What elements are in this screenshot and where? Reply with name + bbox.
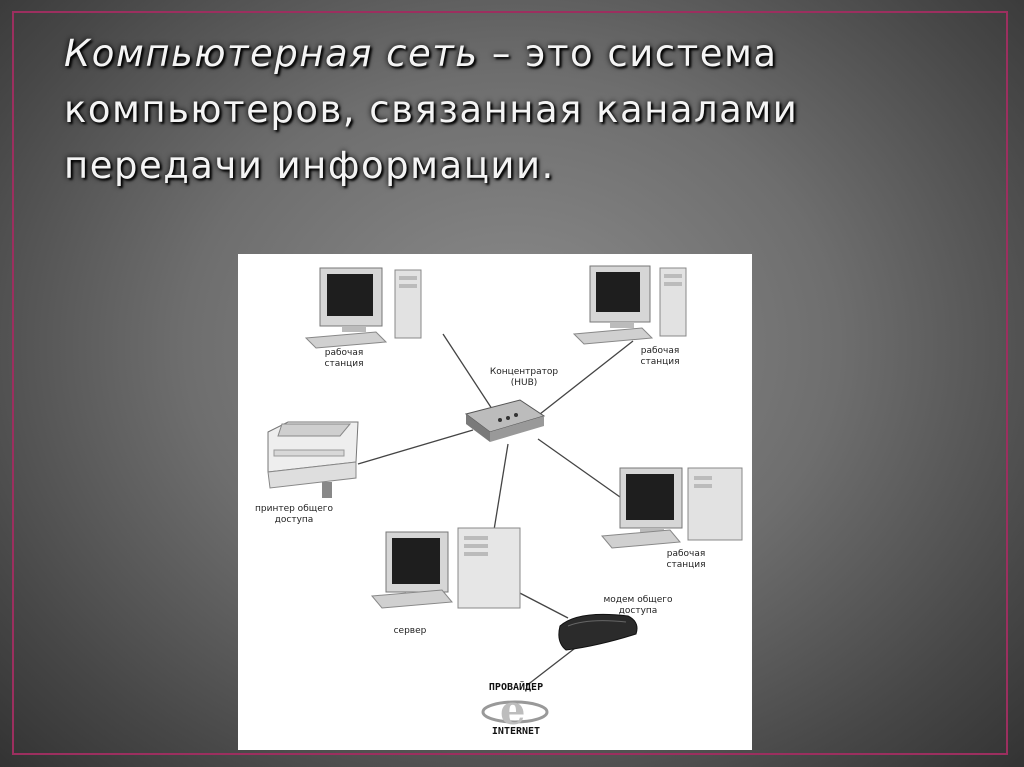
- label-ws-right: рабочая станция: [666, 549, 706, 570]
- title-term: Компьютерная сеть: [64, 32, 479, 75]
- link-hub-ws-top-left: [442, 333, 495, 413]
- link-hub-printer: [357, 429, 474, 465]
- workstation-top-right: [572, 265, 687, 345]
- label-ws-top-left: рабочая станция: [324, 348, 364, 369]
- title-definition: – это система компьютеров, связанная кан…: [64, 32, 799, 187]
- network-diagram: e рабочая станция рабочая станция Концен…: [238, 254, 752, 750]
- slide-title: Компьютерная сеть – это система компьюте…: [64, 26, 944, 194]
- svg-text:e: e: [500, 687, 525, 734]
- link-hub-server: [493, 443, 509, 531]
- link-hub-ws-top-right: [539, 340, 634, 415]
- label-server: сервер: [393, 626, 427, 636]
- label-ws-top-right: рабочая станция: [640, 346, 680, 367]
- workstation-top-left: [304, 267, 422, 349]
- link-hub-ws-right: [537, 438, 621, 498]
- internet-logo: e: [481, 687, 549, 734]
- label-printer: принтер общего доступа: [255, 504, 333, 525]
- label-provider: ПРОВАЙДЕР: [488, 682, 544, 693]
- slide-frame: [12, 11, 1008, 755]
- hub-device: [464, 399, 546, 442]
- label-internet: INTERNET: [491, 726, 541, 737]
- shared-modem: [558, 613, 638, 651]
- label-hub: Концентратор (HUB): [489, 367, 559, 388]
- label-modem: модем общего доступа: [603, 595, 673, 616]
- shared-printer: [267, 421, 359, 498]
- workstation-right: [601, 467, 743, 549]
- server-computer: [371, 527, 521, 609]
- network-diagram-svg: e: [267, 265, 743, 734]
- link-server-modem: [513, 589, 569, 619]
